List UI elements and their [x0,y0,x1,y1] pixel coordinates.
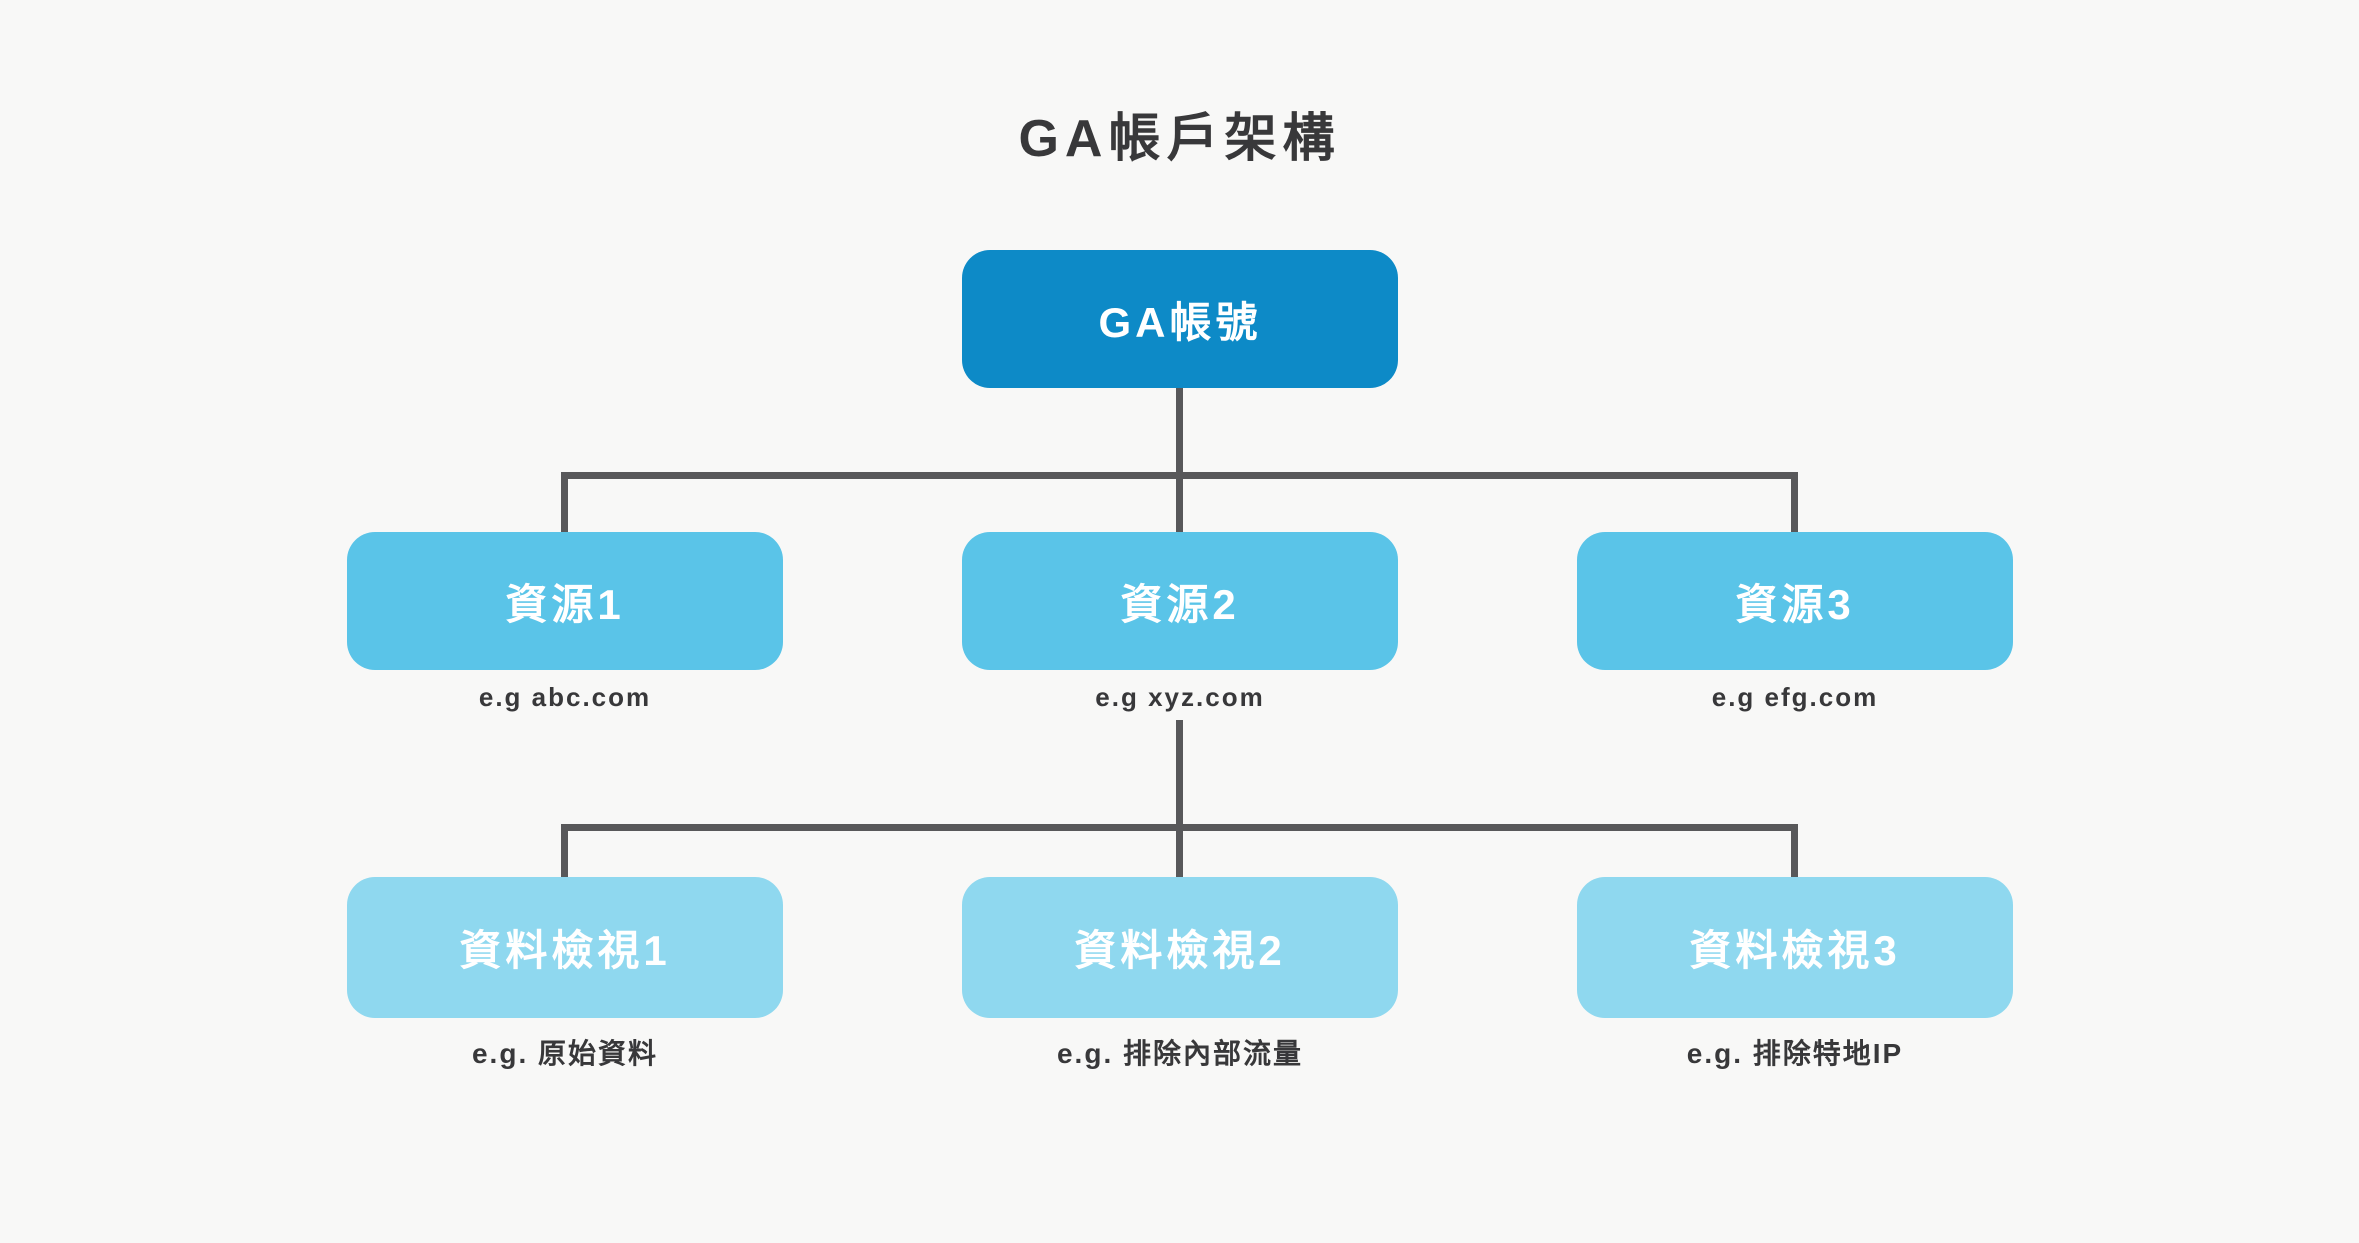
caption-view-2: e.g. 排除內部流量 [1056,1038,1303,1069]
node-view-1: 資料檢視1 [347,877,783,1018]
node-property-3: 資源3 [1577,532,2013,670]
caption-property-3: e.g efg.com [1711,682,1879,712]
node-ga-account-label: GA帳號 [1098,298,1262,346]
node-view-1-label: 資料檢視1 [459,927,671,974]
node-view-3: 資料檢視3 [1577,877,2013,1018]
node-property-2: 資源2 [962,532,1398,670]
caption-property-2: e.g xyz.com [1095,682,1265,712]
caption-view-3: e.g. 排除特地IP [1686,1038,1904,1069]
connector-root-stem [1176,388,1183,476]
node-view-2: 資料檢視2 [962,877,1398,1018]
node-property-3-label: 資源3 [1735,580,1855,628]
node-property-2-label: 資源2 [1120,580,1240,628]
page-title: GA帳戶架構 [1018,110,1341,168]
connector-property2-stem [1176,720,1183,828]
node-view-2-label: 資料檢視2 [1074,927,1286,974]
node-property-1-label: 資源1 [505,580,625,628]
node-property-1: 資源1 [347,532,783,670]
connector-drop-property-3 [1791,472,1798,534]
caption-property-1: e.g abc.com [478,682,652,712]
node-view-3-label: 資料檢視3 [1689,927,1901,974]
connector-drop-property-2 [1176,472,1183,534]
connector-drop-view-3 [1791,824,1798,882]
connector-drop-view-2 [1176,824,1183,882]
node-ga-account: GA帳號 [962,250,1398,388]
connector-drop-view-1 [561,824,568,882]
connector-drop-property-1 [561,472,568,534]
caption-view-1: e.g. 原始資料 [471,1038,658,1069]
